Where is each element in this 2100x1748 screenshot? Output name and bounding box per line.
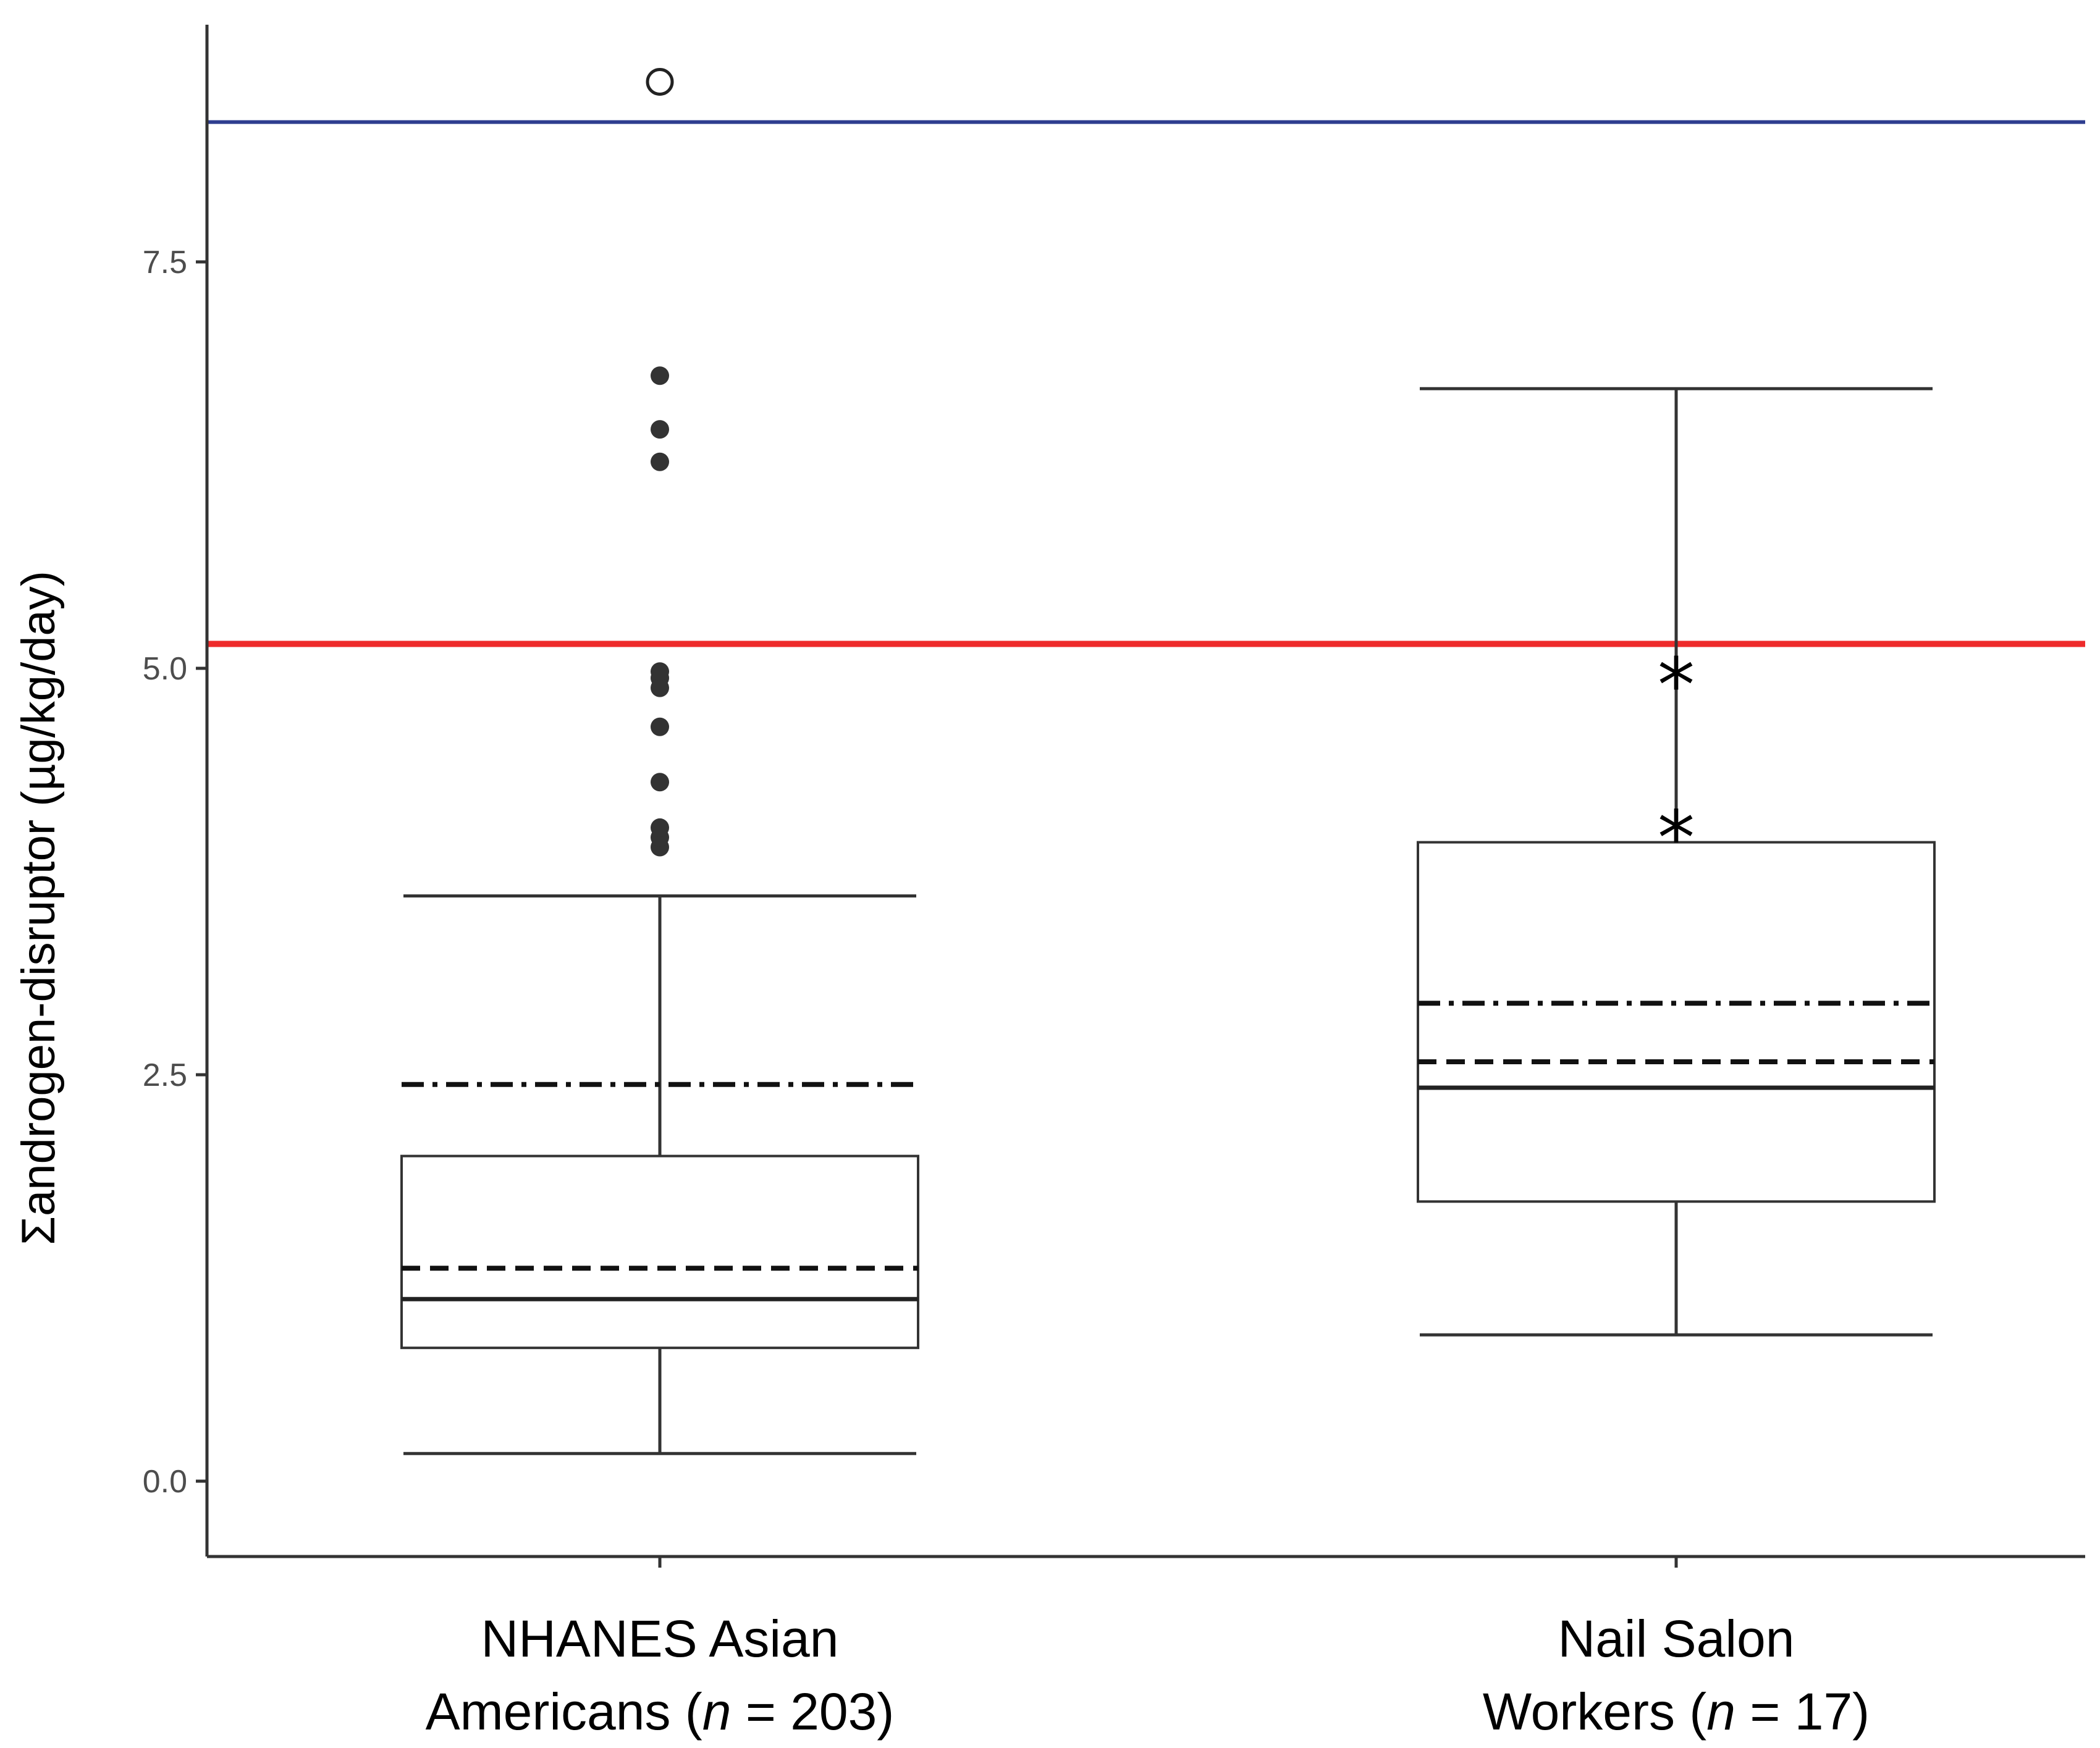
outlier-point [651,662,669,681]
outlier-point [651,420,669,439]
x-tick-label: Americans (n = 203) [426,1683,895,1741]
outlier-point [651,773,669,792]
star-marker: * [1658,643,1695,729]
open-outlier-point [646,67,674,96]
x-tick-label: Workers (n = 17) [1483,1683,1870,1741]
y-tick-label: 2.5 [143,1057,187,1093]
outlier-point [651,452,669,471]
boxplot-2: ** [1417,387,1936,1337]
y-tick-label: 0.0 [143,1464,187,1500]
y-tick-label: 5.0 [143,651,187,687]
box-iqr [1417,841,1936,1203]
boxplots: ** [400,67,1936,1455]
y-axis-title: Σandrogen-disruptor (µg/kg/day) [12,571,65,1245]
x-tick-label: NHANES Asian [481,1610,839,1668]
y-tick-label: 7.5 [143,245,187,280]
star-marker: * [1658,796,1695,881]
outlier-point [651,818,669,837]
x-tick-label: Nail Salon [1558,1610,1795,1668]
reference-lines [207,120,2085,647]
boxplot-1 [400,67,919,1455]
axes: 0.0 2.5 5.0 7.5 [143,25,2085,1568]
box-iqr [400,1154,919,1350]
outlier-point [651,366,669,385]
outlier-point [651,717,669,736]
